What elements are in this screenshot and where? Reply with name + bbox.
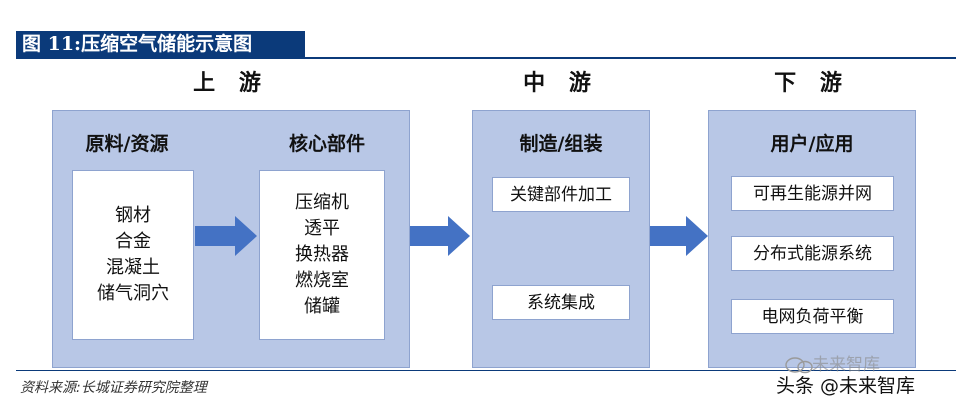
downstream-item: 分布式能源系统 — [753, 243, 872, 264]
raw-item: 储气洞穴 — [97, 283, 169, 304]
stage-label-downstream: 下 游 — [774, 71, 850, 96]
stage-label-midstream: 中 游 — [523, 71, 599, 96]
core-parts-box: 压缩机 透平 换热器 燃烧室 储罐 — [259, 170, 385, 340]
arrow-midstream-to-downstream-icon — [650, 216, 710, 256]
arrow-upstream-to-midstream-icon — [410, 216, 472, 256]
downstream-item-box: 电网负荷平衡 — [731, 299, 894, 334]
core-item: 换热器 — [295, 244, 349, 265]
core-item: 透平 — [304, 218, 340, 239]
watermark: 头条 @未来智库 — [776, 375, 916, 397]
core-item: 储罐 — [304, 296, 340, 317]
core-item: 燃烧室 — [295, 270, 349, 291]
downstream-item-box: 可再生能源并网 — [731, 176, 894, 211]
source-note: 资料来源:长城证券研究院整理 — [20, 380, 207, 396]
applications-heading: 用户/应用 — [770, 133, 854, 155]
stage-label-upstream: 上 游 — [193, 71, 269, 96]
raw-materials-box: 钢材 合金 混凝土 储气洞穴 — [72, 170, 194, 340]
raw-item: 混凝土 — [106, 257, 160, 278]
bottom-rule — [16, 370, 956, 371]
midstream-item: 系统集成 — [527, 292, 595, 313]
raw-item: 合金 — [115, 231, 151, 252]
midstream-item-box: 关键部件加工 — [492, 177, 630, 212]
downstream-item: 电网负荷平衡 — [761, 306, 864, 327]
midstream-panel — [472, 110, 650, 368]
core-item: 压缩机 — [295, 192, 349, 213]
title-rule — [16, 57, 956, 59]
manufacturing-heading: 制造/组装 — [519, 133, 603, 155]
figure-title: 图 11:压缩空气储能示意图 — [16, 31, 305, 57]
downstream-item: 可再生能源并网 — [753, 183, 872, 204]
arrow-raw-to-core-icon — [195, 216, 259, 256]
downstream-item-box: 分布式能源系统 — [731, 236, 894, 271]
wechat-icon — [784, 356, 814, 374]
raw-item: 钢材 — [115, 205, 151, 226]
midstream-item-box: 系统集成 — [492, 285, 630, 320]
watermark-faint: 未来智库 — [812, 355, 880, 375]
midstream-item: 关键部件加工 — [510, 184, 612, 205]
core-parts-heading: 核心部件 — [288, 133, 365, 155]
raw-materials-heading: 原料/资源 — [85, 133, 169, 155]
